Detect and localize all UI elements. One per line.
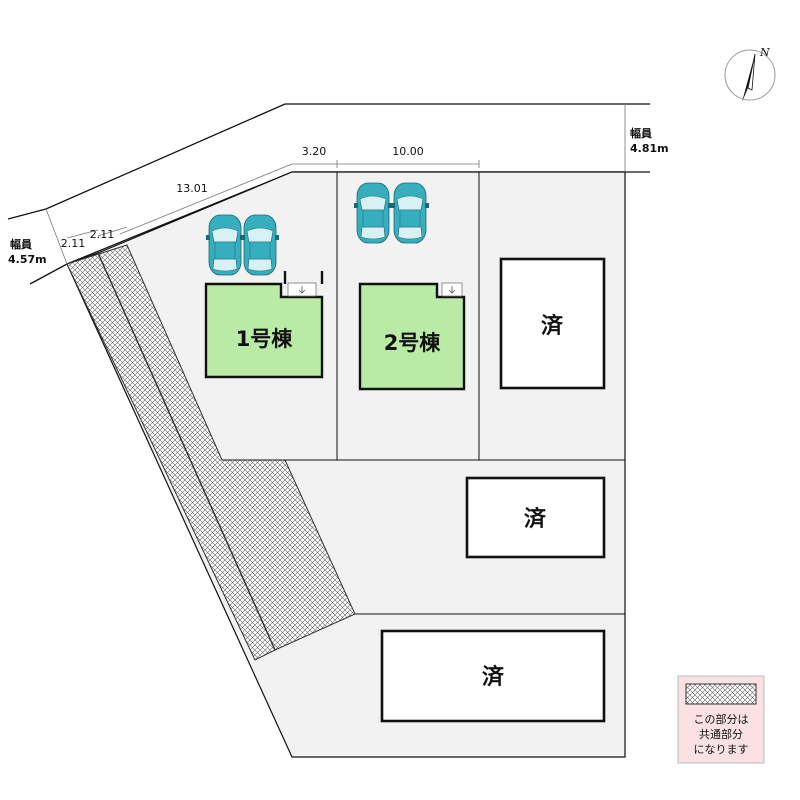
house-1-footprint <box>204 282 324 379</box>
common-area-hatched <box>66 244 356 661</box>
car-icon <box>353 182 393 244</box>
legend-line-1: この部分は <box>694 712 749 726</box>
house-2-label: 2号棟 <box>384 331 442 355</box>
car-icon <box>240 214 280 276</box>
sold-lot-c[interactable]: 済 <box>380 629 606 723</box>
road-west-label: 幅員 <box>10 237 32 251</box>
road-north-label: 幅員 <box>630 126 652 140</box>
dimension-lines <box>45 104 626 265</box>
north-letter: N <box>759 46 770 59</box>
road-west-width: 4.57m <box>8 253 47 266</box>
house-2[interactable]: 2号棟 <box>358 282 466 391</box>
legend-swatch <box>685 683 757 705</box>
house-1-label: 1号棟 <box>236 327 294 351</box>
dim-2-11-a: 2.11 <box>61 237 86 250</box>
house-2-footprint <box>358 282 466 391</box>
road-north-width: 4.81m <box>630 142 669 155</box>
sold-lot-a-label: 済 <box>541 313 564 339</box>
sold-lot-a[interactable]: 済 <box>499 257 606 390</box>
north-arrow-icon: N <box>724 46 776 102</box>
sold-lot-c-label: 済 <box>482 664 505 690</box>
car-icon <box>205 214 245 276</box>
legend-line-2: 共通部分 <box>699 727 743 741</box>
sold-lot-b-label: 済 <box>524 506 547 532</box>
house-1[interactable]: 1号棟 <box>204 271 324 379</box>
legend-line-3: になります <box>694 743 749 756</box>
legend: この部分は 共通部分 になります <box>677 675 765 764</box>
car-icon <box>390 182 430 244</box>
dim-10-00: 10.00 <box>392 145 424 158</box>
dim-2-11-b: 2.11 <box>90 228 115 241</box>
dim-3-20: 3.20 <box>302 145 327 158</box>
sold-lot-b[interactable]: 済 <box>465 476 606 559</box>
dim-13-01: 13.01 <box>176 182 208 195</box>
lot-lines <box>222 172 625 615</box>
